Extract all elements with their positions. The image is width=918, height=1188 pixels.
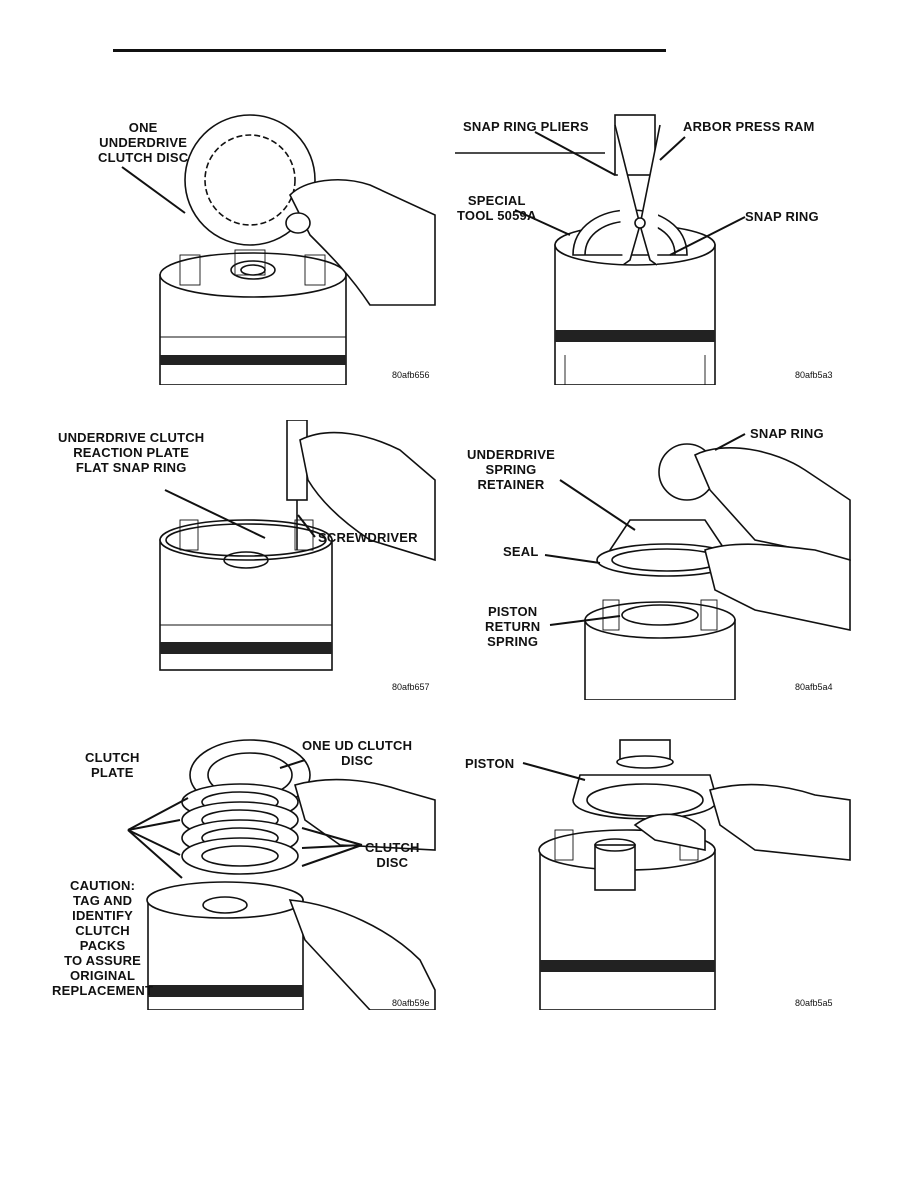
label-one-underdrive-clutch-disc: ONE UNDERDRIVE CLUTCH DISC	[98, 120, 189, 165]
figure-underdrive-clutch-disc: ONE UNDERDRIVE CLUTCH DISC 80afb656	[40, 105, 440, 385]
label-clutch-disc: CLUTCH DISC	[365, 840, 420, 870]
figure-1-illustration	[121, 114, 436, 385]
label-piston: PISTON	[465, 756, 515, 771]
label-snap-ring-pliers: SNAP RING PLIERS	[463, 119, 589, 134]
figure-reaction-plate-snap-ring: UNDERDRIVE CLUTCH REACTION PLATE FLAT SN…	[40, 420, 440, 700]
figure-code: 80afb5a5	[795, 998, 833, 1008]
figure-code: 80afb59e	[392, 998, 430, 1008]
figure-5-illustration	[127, 739, 436, 1010]
label-caution: CAUTION: TAG AND IDENTIFY CLUTCH PACKS T…	[52, 878, 154, 998]
figure-code: 80afb5a3	[795, 370, 833, 380]
label-arbor-press-ram: ARBOR PRESS RAM	[683, 119, 815, 134]
label-reaction-plate-snap-ring: UNDERDRIVE CLUTCH REACTION PLATE FLAT SN…	[58, 430, 205, 475]
figure-snap-ring-pliers: SNAP RING PLIERS ARBOR PRESS RAM SPECIAL…	[455, 105, 855, 385]
header-rule	[113, 49, 666, 52]
figure-4-illustration	[544, 433, 851, 700]
figure-2-illustration	[455, 114, 746, 385]
label-seal: SEAL	[503, 544, 539, 559]
label-snap-ring: SNAP RING	[750, 426, 824, 441]
label-clutch-plate: CLUTCH PLATE	[85, 750, 140, 780]
label-underdrive-spring-retainer: UNDERDRIVE SPRING RETAINER	[467, 447, 555, 492]
figure-6-illustration	[522, 739, 851, 1010]
label-special-tool: SPECIAL TOOL 5059A	[457, 193, 537, 223]
label-one-ud-clutch-disc: ONE UD CLUTCH DISC	[302, 738, 413, 768]
label-screwdriver: SCREWDRIVER	[318, 530, 418, 545]
figure-3-illustration	[159, 420, 436, 671]
label-snap-ring: SNAP RING	[745, 209, 819, 224]
figure-piston: PISTON 80afb5a5	[455, 730, 855, 1010]
figure-spring-retainer: SNAP RING UNDERDRIVE SPRING RETAINER SEA…	[455, 420, 855, 700]
label-piston-return-spring: PISTON RETURN SPRING	[485, 604, 541, 649]
figure-clutch-pack: ONE UD CLUTCH DISC CLUTCH PLATE CLUTCH D…	[40, 730, 440, 1010]
figure-code: 80afb657	[392, 682, 430, 692]
figure-code: 80afb5a4	[795, 682, 833, 692]
figure-code: 80afb656	[392, 370, 430, 380]
